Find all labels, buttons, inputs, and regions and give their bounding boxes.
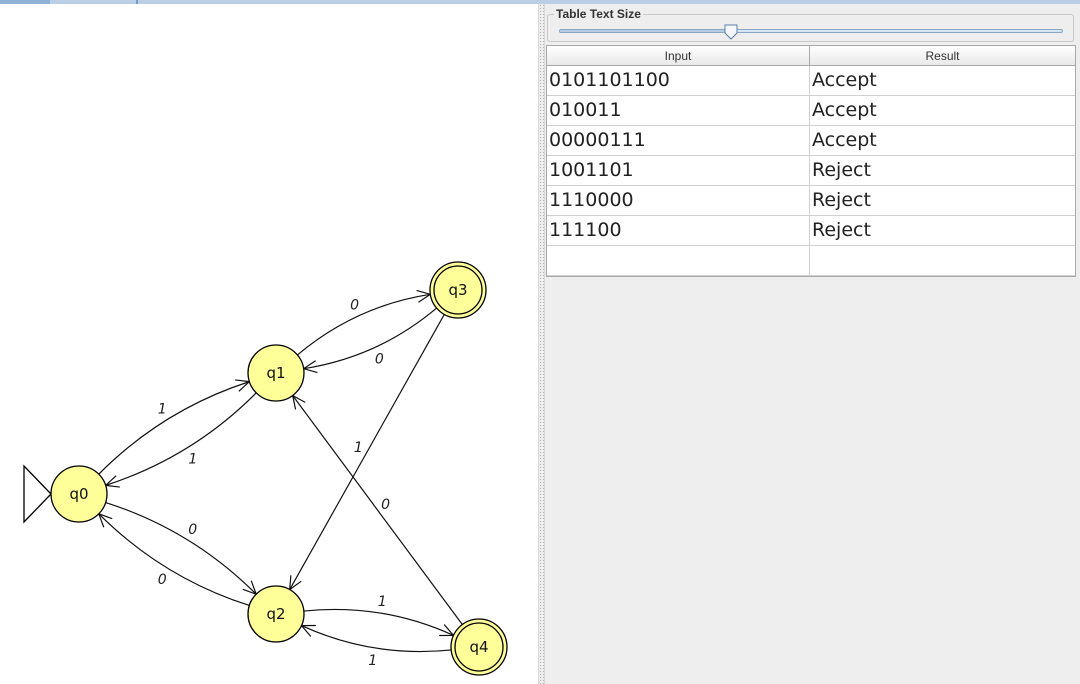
table-row-empty[interactable] — [547, 246, 1075, 276]
transition-q1-q3[interactable] — [297, 293, 431, 356]
result-cell: Reject — [812, 159, 871, 181]
slider-fill — [560, 30, 731, 32]
result-cell: Reject — [812, 189, 871, 211]
input-cell[interactable]: 00000111 — [547, 126, 810, 155]
final-state-ring — [454, 622, 504, 672]
input-cell[interactable]: 111100 — [547, 216, 810, 245]
transition-q1-q0[interactable] — [105, 392, 257, 486]
results-panel: Table Text Size Input Result 0101101100 … — [545, 4, 1080, 684]
state-label: q3 — [448, 281, 467, 299]
result-cell: Reject — [812, 219, 871, 241]
table-row[interactable]: 111100 Reject — [547, 216, 1075, 246]
column-header-result[interactable]: Result — [925, 49, 960, 63]
automaton-canvas[interactable]: 1 1 0 0 0 0 1 0 1 1 q0 q1 q2 q3 q4 — [0, 4, 538, 684]
state-circle[interactable] — [247, 344, 305, 402]
input-cell[interactable]: 1110000 — [547, 186, 810, 215]
results-table[interactable]: Input Result 0101101100 Accept 010011 Ac… — [546, 45, 1076, 277]
column-header-input[interactable]: Input — [547, 46, 810, 66]
table-text-size-group: Table Text Size — [547, 7, 1074, 42]
transition-q0-q1[interactable] — [98, 381, 250, 475]
result-cell — [810, 246, 1075, 275]
transition-q3-q2[interactable] — [289, 314, 445, 590]
final-state-ring — [433, 265, 483, 315]
table-text-size-slider[interactable] — [559, 24, 1063, 40]
table-row[interactable]: 1110000 Reject — [547, 186, 1075, 216]
input-cell[interactable]: 010011 — [547, 96, 810, 125]
state-label: q0 — [69, 485, 88, 503]
transition-label: 0 — [188, 522, 197, 538]
input-cell[interactable]: 1001101 — [547, 156, 810, 185]
state-circle[interactable] — [50, 465, 108, 523]
transition-q2-q4[interactable] — [303, 608, 454, 636]
transition-label: 1 — [368, 653, 377, 669]
transition-q2-q0[interactable] — [98, 513, 250, 607]
result-cell: Accept — [812, 129, 877, 151]
slider-thumb[interactable] — [724, 24, 738, 40]
transition-label: 1 — [354, 440, 363, 456]
transition-q0-q2[interactable] — [105, 501, 257, 595]
result-cell: Accept — [812, 69, 877, 91]
state-circle[interactable] — [429, 261, 487, 319]
input-cell[interactable] — [547, 246, 810, 275]
input-cell[interactable]: 0101101100 — [547, 66, 810, 95]
table-row[interactable]: 1001101 Reject — [547, 156, 1075, 186]
state-q0[interactable]: q0 — [23, 464, 108, 524]
transition-label: 0 — [381, 497, 390, 513]
state-label: q1 — [266, 364, 285, 382]
state-label: q4 — [469, 638, 488, 656]
table-header: Input Result — [547, 46, 1075, 66]
transition-q4-q1[interactable] — [292, 395, 463, 625]
table-row[interactable]: 0101101100 Accept — [547, 66, 1075, 96]
state-q4[interactable]: q4 — [450, 618, 508, 676]
initial-state-marker — [23, 464, 52, 524]
tab-indicator — [0, 0, 50, 4]
state-q2[interactable]: q2 — [247, 585, 305, 643]
transition-q4-q2[interactable] — [301, 625, 452, 653]
state-circle[interactable] — [450, 618, 508, 676]
transition-label: 1 — [158, 402, 167, 418]
tab-separator — [136, 0, 138, 4]
split-pane-divider[interactable] — [538, 4, 545, 684]
state-circle[interactable] — [247, 585, 305, 643]
state-q1[interactable]: q1 — [247, 344, 305, 402]
automaton-diagram[interactable]: 1 1 0 0 0 0 1 0 1 1 q0 q1 q2 q3 q4 — [0, 4, 538, 684]
transition-q3-q1[interactable] — [303, 307, 437, 370]
transition-label: 0 — [375, 352, 384, 368]
transition-label: 0 — [158, 572, 167, 588]
table-text-size-label: Table Text Size — [554, 7, 643, 21]
table-row[interactable]: 010011 Accept — [547, 96, 1075, 126]
transition-label: 0 — [350, 297, 359, 313]
table-row[interactable]: 00000111 Accept — [547, 126, 1075, 156]
state-q3[interactable]: q3 — [429, 261, 487, 319]
transition-label: 1 — [378, 594, 387, 610]
result-cell: Accept — [812, 99, 877, 121]
transition-label: 1 — [188, 451, 197, 467]
state-label: q2 — [266, 605, 285, 623]
window-top-border — [0, 0, 1080, 4]
